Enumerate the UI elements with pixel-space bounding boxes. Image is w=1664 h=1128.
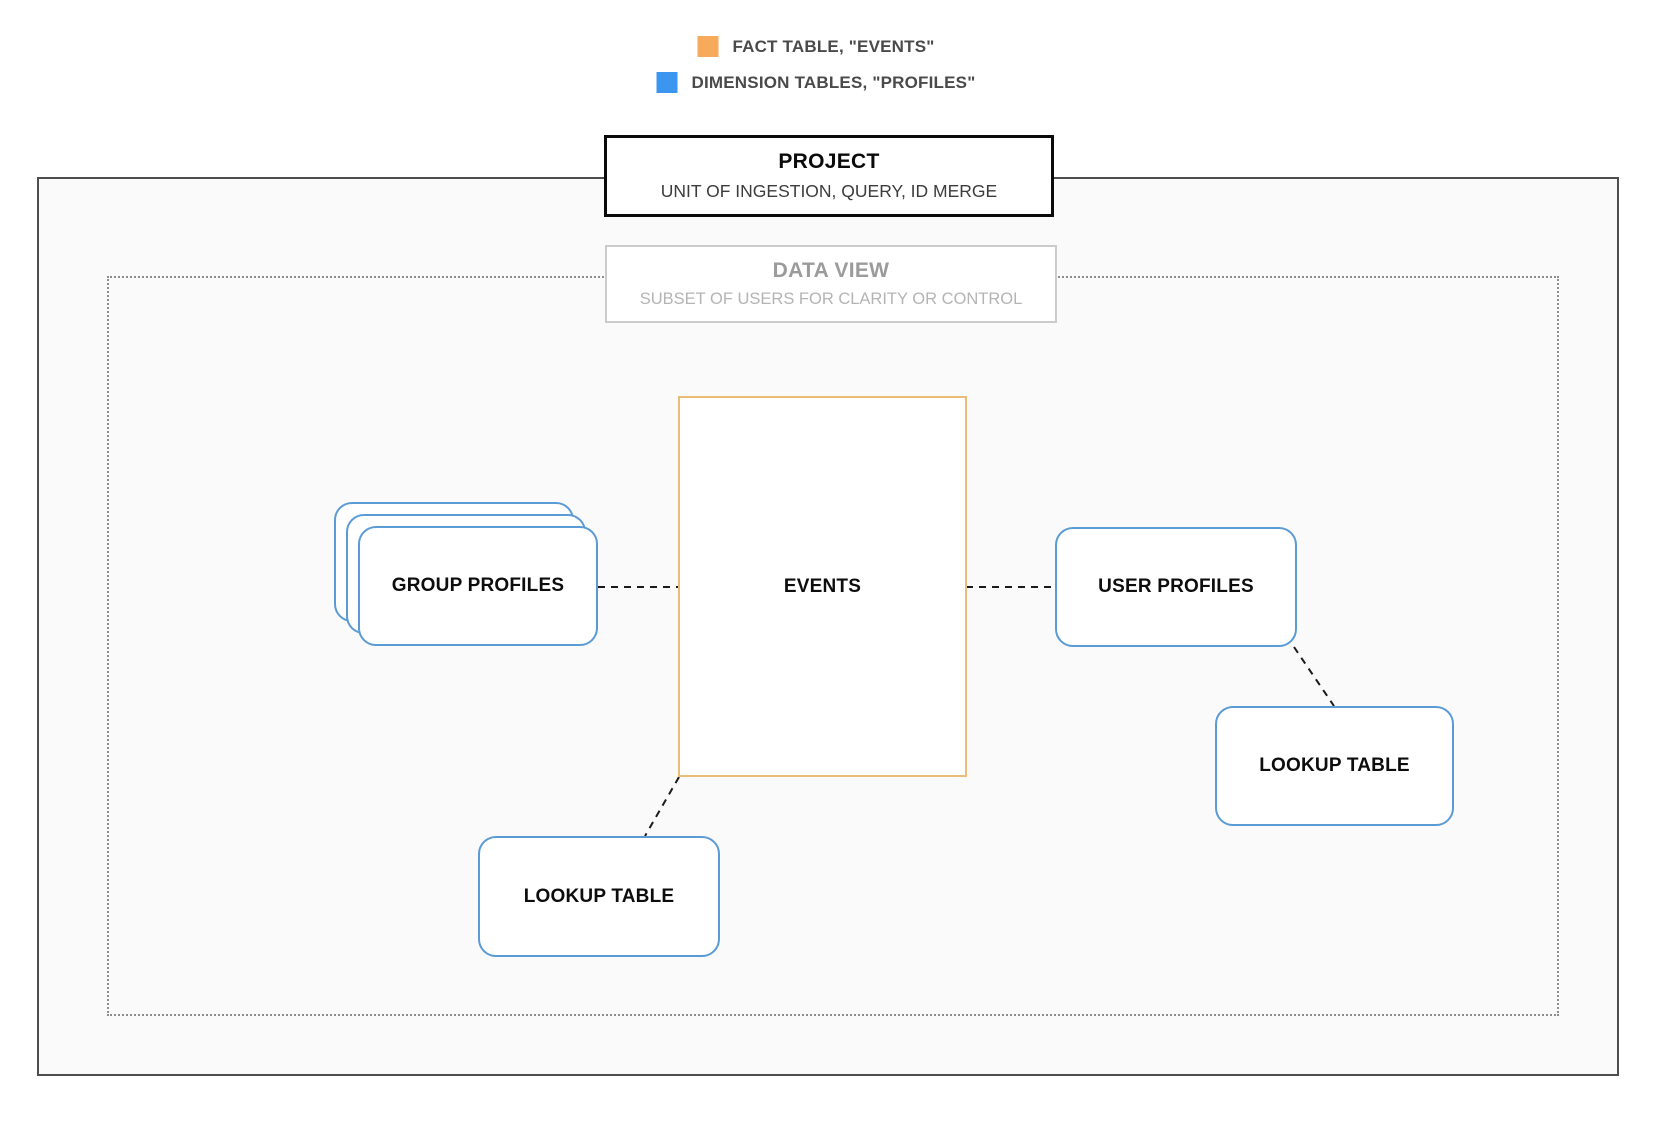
legend-item-fact-table: FACT TABLE, "EVENTS": [697, 36, 934, 57]
data-view-header: DATA VIEW SUBSET OF USERS FOR CLARITY OR…: [605, 245, 1057, 323]
legend-label: FACT TABLE, "EVENTS": [732, 36, 935, 56]
node-lookup-table-right: LOOKUP TABLE: [1215, 706, 1454, 826]
node-events: EVENTS: [678, 396, 967, 777]
node-lookup-table-bottom-label: LOOKUP TABLE: [523, 885, 675, 907]
node-user-profiles: USER PROFILES: [1055, 527, 1297, 647]
dimension-tables-swatch-icon: [656, 72, 678, 93]
node-lookup-table-right-label: LOOKUP TABLE: [1259, 755, 1410, 776]
project-header: PROJECT UNIT OF INGESTION, QUERY, ID MER…: [604, 135, 1054, 217]
data-view-subtitle: SUBSET OF USERS FOR CLARITY OR CONTROL: [639, 290, 1023, 308]
node-group-profiles: GROUP PROFILES: [358, 526, 598, 646]
project-title: PROJECT: [778, 150, 880, 173]
node-lookup-table-bottom: LOOKUP TABLE: [478, 836, 720, 957]
legend-label: DIMENSION TABLES, "PROFILES": [691, 72, 976, 92]
fact-table-swatch-icon: [697, 36, 719, 57]
legend-item-dimension-tables: DIMENSION TABLES, "PROFILES": [656, 72, 976, 93]
node-events-label: EVENTS: [783, 575, 862, 597]
legend: FACT TABLE, "EVENTS" DIMENSION TABLES, "…: [656, 36, 976, 93]
data-view-title: DATA VIEW: [772, 259, 890, 282]
project-subtitle: UNIT OF INGESTION, QUERY, ID MERGE: [660, 181, 998, 201]
node-group-profiles-label: GROUP PROFILES: [391, 575, 565, 596]
node-user-profiles-label: USER PROFILES: [1098, 576, 1254, 597]
